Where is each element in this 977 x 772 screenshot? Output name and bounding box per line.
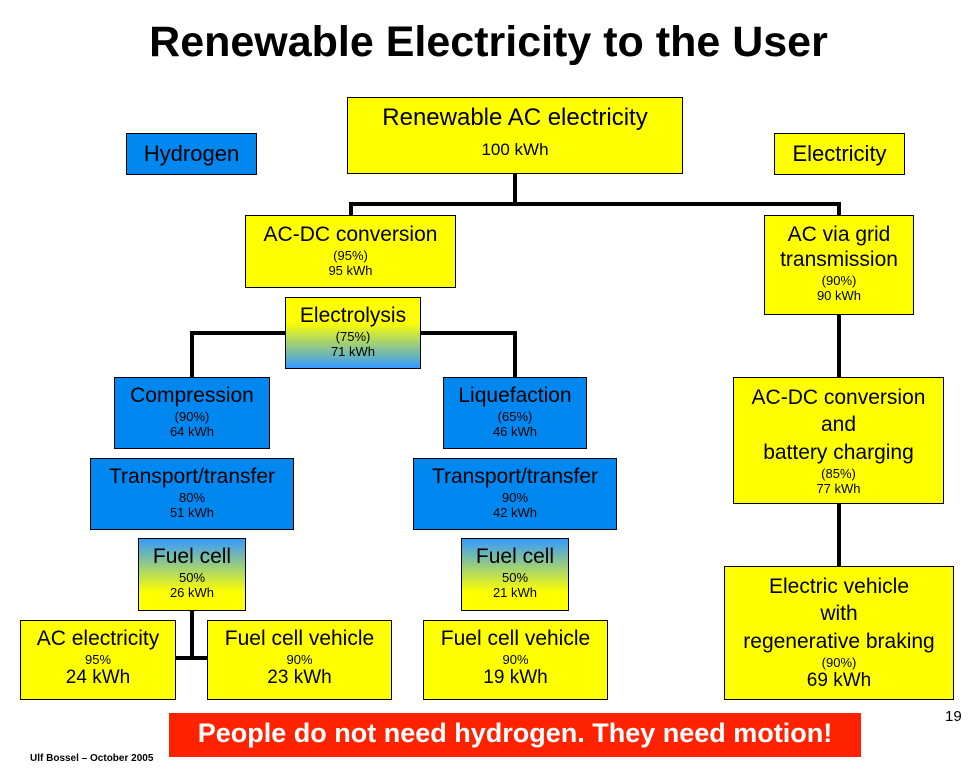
fuel-cell-vehicle-right-box: Fuel cell vehicle 90% 19 kWh xyxy=(423,620,608,700)
compression-box: Compression (90%) 64 kWh xyxy=(114,377,270,449)
grid-label-line1: AC via grid xyxy=(787,223,891,246)
connector-grid-to-battery xyxy=(837,314,841,378)
footer-author: Ulf Bossel – October 2005 xyxy=(30,753,154,764)
ev-energy: 69 kWh xyxy=(806,670,872,692)
transport-right-energy: 42 kWh xyxy=(492,505,538,521)
fuelcell-left-efficiency: 50% xyxy=(178,569,206,585)
acdc-label: AC-DC conversion xyxy=(263,223,438,246)
connector-fuelcell-left-split xyxy=(175,656,209,660)
transport-transfer-left-box: Transport/transfer 80% 51 kWh xyxy=(90,458,294,530)
ac-electricity-box: AC electricity 95% 24 kWh xyxy=(20,620,176,700)
battery-efficiency: (85%) xyxy=(821,465,856,481)
ac-electricity-efficiency: 95% xyxy=(84,651,112,667)
transport-right-efficiency: 90% xyxy=(501,489,529,505)
electrolysis-efficiency: (75%) xyxy=(335,328,371,344)
connector-top-horizontal xyxy=(349,202,841,206)
connector-battery-to-ev xyxy=(837,503,841,567)
liquefaction-energy: 46 kWh xyxy=(492,424,538,440)
fuel-cell-left-box: Fuel cell 50% 26 kWh xyxy=(138,538,246,611)
fcv-right-energy: 19 kWh xyxy=(483,667,548,689)
grid-efficiency: (90%) xyxy=(821,272,857,288)
fcv-left-energy: 23 kWh xyxy=(267,667,332,689)
connector-to-liquefaction xyxy=(513,331,517,378)
electrolysis-label: Electrolysis xyxy=(299,304,407,327)
battery-label-line3: battery charging xyxy=(763,440,914,464)
fcv-left-efficiency: 90% xyxy=(286,651,313,667)
transport-left-energy: 51 kWh xyxy=(169,505,215,521)
ac-electricity-energy: 24 kWh xyxy=(65,667,131,689)
ac-electricity-label: AC electricity xyxy=(36,627,160,650)
battery-label-line2: and xyxy=(820,413,857,437)
liquefaction-efficiency: (65%) xyxy=(497,408,533,424)
electrolysis-box: Electrolysis (75%) 71 kWh xyxy=(285,297,421,369)
grid-energy: 90 kWh xyxy=(816,287,862,303)
connector-to-compression xyxy=(190,331,194,378)
conclusion-banner: People do not need hydrogen. They need m… xyxy=(169,713,861,757)
ev-label-line1: Electric vehicle xyxy=(768,575,910,598)
acdc-energy: 95 kWh xyxy=(328,263,373,279)
fuelcell-left-label: Fuel cell xyxy=(152,545,232,568)
grid-label-line2: transmission xyxy=(780,247,898,271)
renewable-ac-electricity-box: Renewable AC electricity 100 kWh xyxy=(347,97,683,174)
electricity-label: Electricity xyxy=(774,133,905,175)
fcv-right-label: Fuel cell vehicle xyxy=(440,627,591,650)
source-energy: 100 kWh xyxy=(481,140,549,160)
electrolysis-energy: 71 kWh xyxy=(330,344,376,360)
transport-transfer-right-box: Transport/transfer 90% 42 kWh xyxy=(413,458,617,530)
fuel-cell-vehicle-left-box: Fuel cell vehicle 90% 23 kWh xyxy=(207,620,392,700)
fuelcell-right-efficiency: 50% xyxy=(501,569,529,585)
page-number: 19 xyxy=(945,708,962,725)
liquefaction-label: Liquefaction xyxy=(458,384,572,407)
connector-to-grid xyxy=(837,202,841,216)
ev-efficiency: (90%) xyxy=(821,654,857,670)
battery-charging-box: AC-DC conversion and battery charging (8… xyxy=(733,377,944,504)
compression-label: Compression xyxy=(130,384,254,407)
fuelcell-right-energy: 21 kWh xyxy=(492,585,538,601)
transport-right-label: Transport/transfer xyxy=(431,465,599,488)
fuel-cell-right-box: Fuel cell 50% 21 kWh xyxy=(461,538,569,611)
transport-left-label: Transport/transfer xyxy=(108,465,276,488)
grid-transmission-box: AC via grid transmission (90%) 90 kWh xyxy=(764,215,914,315)
compression-efficiency: (90%) xyxy=(174,408,210,424)
ev-label-line3: regenerative braking xyxy=(743,629,935,653)
liquefaction-box: Liquefaction (65%) 46 kWh xyxy=(443,377,587,449)
transport-left-efficiency: 80% xyxy=(178,489,206,505)
acdc-efficiency: (95%) xyxy=(333,247,368,263)
electric-vehicle-box: Electric vehicle with regenerative braki… xyxy=(724,566,954,700)
connector-to-acdc xyxy=(349,202,353,216)
battery-energy: 77 kWh xyxy=(816,481,861,497)
page-title: Renewable Electricity to the User xyxy=(149,18,828,66)
connector-source-down xyxy=(513,172,517,206)
fuelcell-right-label: Fuel cell xyxy=(475,545,555,568)
compression-energy: 64 kWh xyxy=(169,424,215,440)
ev-label-line2: with xyxy=(820,602,858,626)
source-label: Renewable AC electricity xyxy=(382,104,648,131)
hydrogen-label: Hydrogen xyxy=(126,133,257,175)
fuelcell-left-energy: 26 kWh xyxy=(169,585,215,601)
fcv-right-efficiency: 90% xyxy=(502,651,529,667)
battery-label-line1: AC-DC conversion xyxy=(751,386,926,409)
connector-fuelcell-left-down xyxy=(190,610,194,660)
fcv-left-label: Fuel cell vehicle xyxy=(224,627,375,650)
acdc-conversion-box: AC-DC conversion (95%) 95 kWh xyxy=(245,215,456,288)
